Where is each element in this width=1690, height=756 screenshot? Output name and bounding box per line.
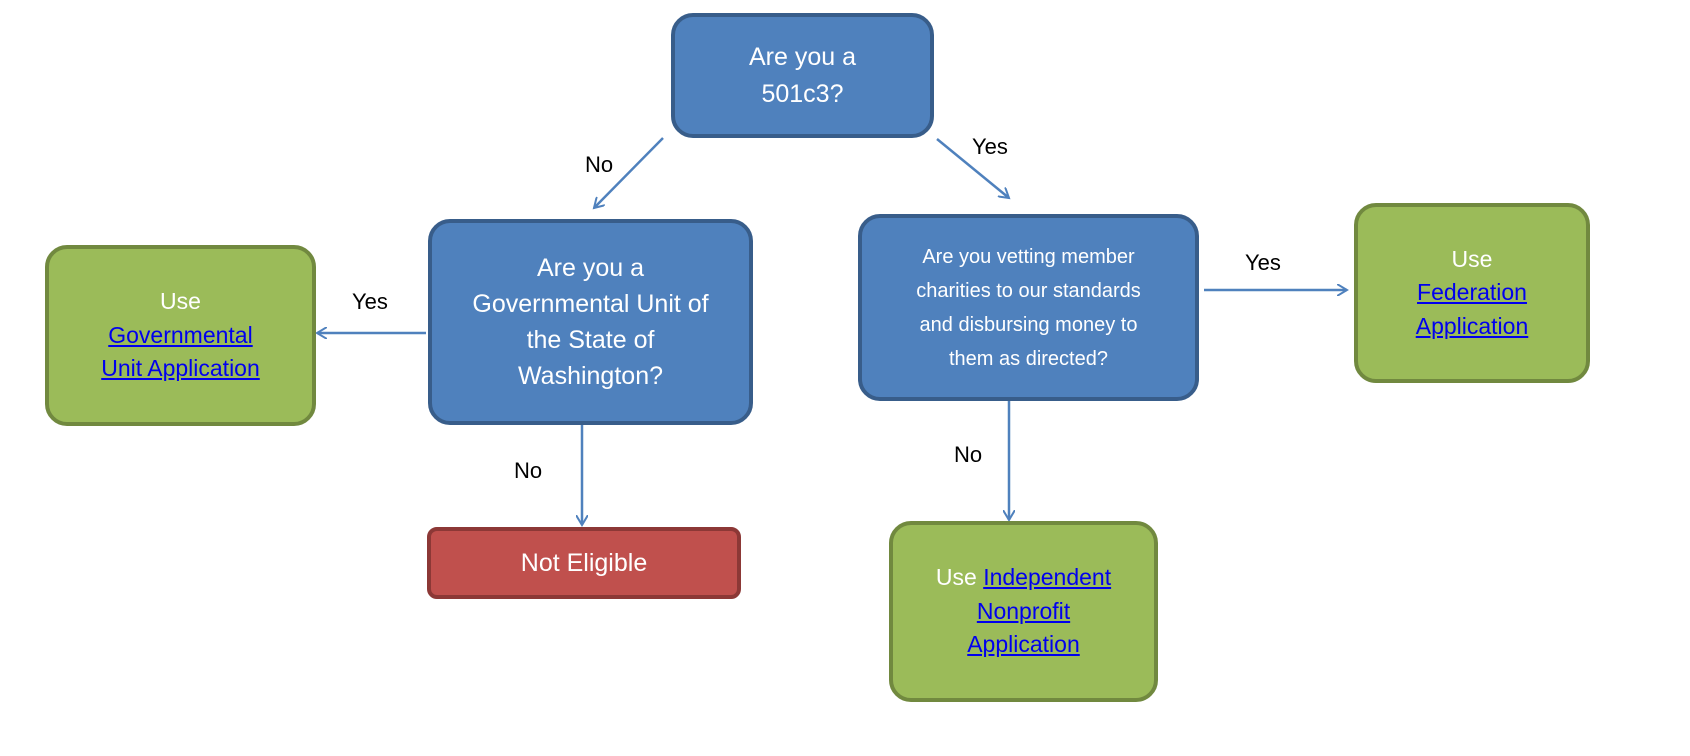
edge-label-vet-yes: Yes [1245, 250, 1281, 275]
edge-label-vet-no: No [954, 442, 983, 467]
edge-label-gov-no: No [514, 458, 543, 483]
node-not-eligible: Not Eligible [427, 527, 741, 599]
arrow-501c3-no [594, 137, 664, 208]
edge-label-gov-yes: Yes [352, 289, 388, 314]
edge-label-501c3-no: No [585, 152, 614, 177]
edge-label-501c3-yes: Yes [972, 134, 1008, 159]
arrow-501c3-yes [936, 138, 1009, 198]
